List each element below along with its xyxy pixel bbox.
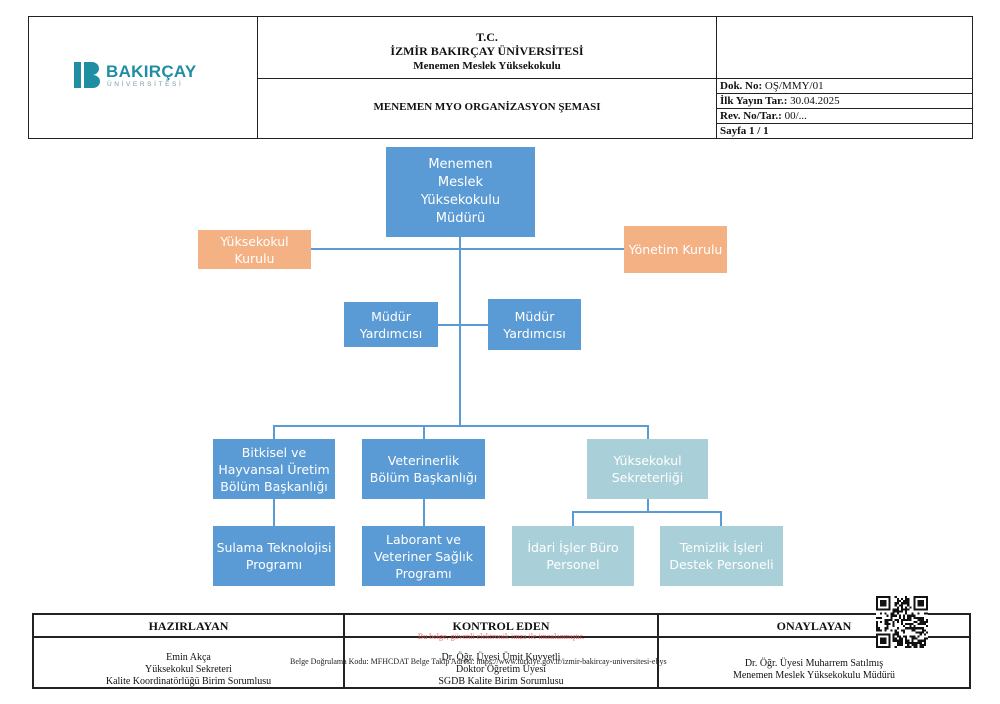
org-box-irrigation-program: Sulama Teknolojisi Programı	[213, 526, 335, 586]
connector-staff-bar	[572, 511, 722, 513]
connector-to-cleaning	[720, 511, 722, 526]
approved-name: Dr. Öğr. Üyesi Muharrem Satılmış	[744, 658, 884, 669]
prepared-title-2: Kalite Koordinatörlüğü Birim Sorumlusu	[105, 676, 272, 687]
connector-deputies	[437, 324, 489, 326]
connector-to-plant-dept	[273, 425, 275, 439]
checked-title-2: SGDB Kalite Birim Sorumlusu	[438, 676, 564, 687]
logo-sub-text: ÜNİVERSİTESİ	[107, 81, 184, 88]
esign-notice: Bu belge, güvenli elektronik imza ile im…	[417, 632, 585, 641]
verification-line: Belge Doğrulama Kodu: MFHCDAT Belge Taki…	[290, 657, 667, 666]
connector-secretariat-down	[647, 498, 649, 512]
checked-name: Dr. Öğr. Üyesi Ümit Kuvvetli	[441, 652, 561, 663]
org-box-executive-board: Yönetim Kurulu	[624, 226, 727, 273]
document-title: MENEMEN MYO ORGANİZASYON ŞEMASI	[373, 101, 601, 113]
header-blank-cell	[716, 16, 973, 79]
logo-brand-text: BAKIRÇAY	[106, 62, 197, 81]
qr-code	[876, 596, 928, 648]
meta-revision-label: Rev. No/Tar.:	[720, 110, 782, 122]
org-box-lab-vet-program: Laborant ve Veteriner Sağlık Programı	[362, 526, 485, 586]
org-box-deputy-left: Müdür Yardımcısı	[344, 302, 438, 347]
institution-line-3: Menemen Meslek Yüksekokulu	[413, 60, 561, 72]
institution-line-2: İZMİR BAKIRÇAY ÜNİVERSİTESİ	[390, 44, 584, 58]
meta-first-publish-label: İlk Yayın Tar.:	[720, 95, 788, 107]
meta-row-4	[716, 123, 973, 139]
org-box-cleaning-support: Temizlik İşleri Destek Personeli	[660, 526, 783, 586]
meta-first-publish-value: 30.04.2025	[787, 95, 840, 107]
meta-revision: Rev. No/Tar.: 00/...	[717, 109, 972, 123]
meta-doc-no-label: Dok. No:	[720, 80, 763, 92]
meta-page: Sayfa 1 / 1	[717, 124, 972, 138]
meta-doc-no: Dok. No: OŞ/MMY/01	[717, 79, 972, 93]
prepared-title-1: Yüksekokul Sekreteri	[145, 664, 232, 675]
approved-title-1: Menemen Meslek Yüksekokulu Müdürü	[732, 670, 896, 681]
meta-doc-no-value: OŞ/MMY/01	[762, 80, 824, 92]
meta-page-label: Sayfa 1 / 1	[720, 125, 769, 137]
university-logo: BAKIRÇAY ÜNİVERSİTESİ	[73, 60, 196, 92]
footer-approved-body-cell	[657, 636, 971, 689]
connector-level3-bar	[273, 425, 648, 427]
footer-checked-heading: KONTROL EDEN	[452, 619, 550, 633]
footer-approved-heading: ONAYLAYAN	[776, 619, 852, 633]
meta-first-publish: İlk Yayın Tar.: 30.04.2025	[717, 94, 972, 108]
footer-prepared-heading: HAZIRLAYAN	[148, 619, 229, 633]
connector-main-trunk	[459, 236, 461, 426]
connector-boards	[311, 248, 625, 250]
org-box-admin-office: İdari İşler Büro Personel	[512, 526, 634, 586]
connector-to-admin-office	[572, 511, 574, 526]
org-box-school-board: Yüksekokul Kurulu	[198, 230, 311, 269]
meta-revision-value: 00/...	[781, 110, 807, 122]
bakircay-logo-icon	[74, 62, 100, 88]
connector-to-vet-dept	[423, 425, 425, 439]
prepared-name: Emin Akça	[166, 652, 211, 663]
org-box-director: Menemen Meslek Yüksekokulu Müdürü	[386, 147, 535, 237]
org-box-plant-animal-dept: Bitkisel ve Hayvansal Üretim Bölüm Başka…	[213, 439, 335, 499]
org-box-deputy-right: Müdür Yardımcısı	[488, 299, 581, 350]
org-box-veterinary-dept: Veterinerlik Bölüm Başkanlığı	[362, 439, 485, 499]
institution-line-1: T.C.	[476, 30, 498, 44]
connector-to-secretariat	[647, 425, 649, 439]
org-box-school-secretariat: Yüksekokul Sekreterliği	[587, 439, 708, 499]
connector-vet-to-lab	[423, 498, 425, 526]
connector-plant-to-irrigation	[273, 498, 275, 526]
checked-title-1: Doktor Öğretim Üyesi	[456, 664, 546, 675]
qr-code-icon	[876, 596, 928, 648]
